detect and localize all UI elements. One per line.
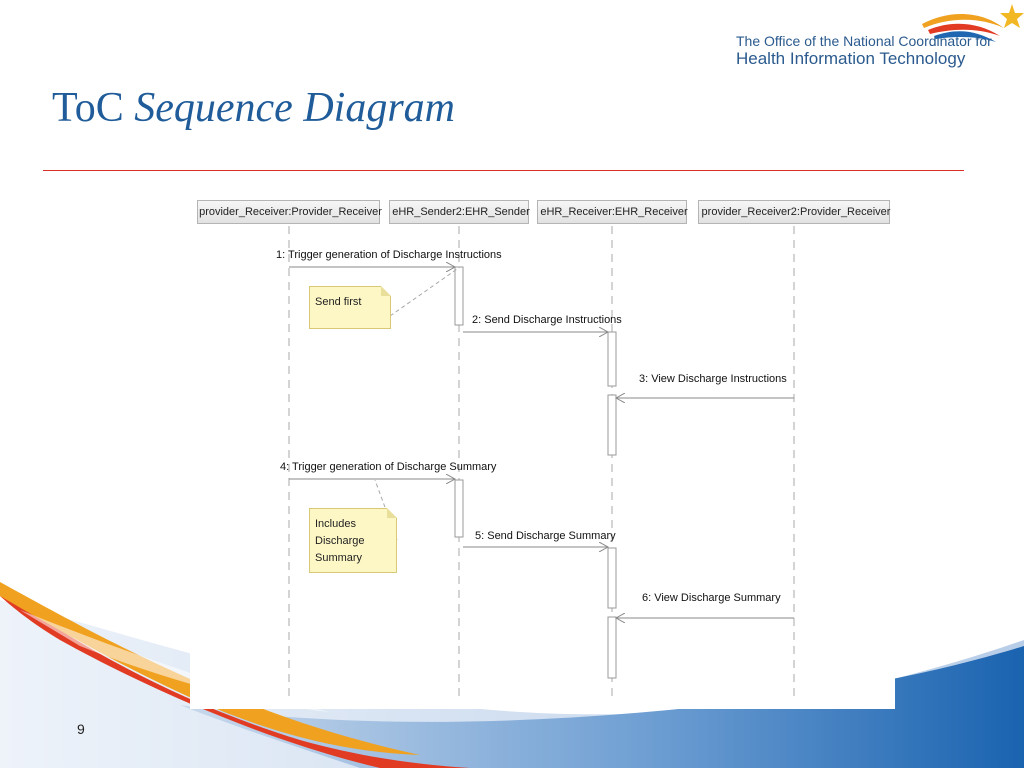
wave-blue	[180, 646, 1024, 768]
lifeline-label: provider_Receiver:Provider_Receiver	[199, 206, 382, 218]
message-label: 1: Trigger generation of Discharge Instr…	[276, 249, 502, 261]
logo-swoosh-icon	[922, 4, 1024, 42]
lifeline-label: eHR_Sender2:EHR_Sender	[392, 206, 530, 218]
activation-bar	[607, 331, 617, 387]
message-label: 5: Send Discharge Summary	[475, 530, 616, 542]
org-name-line1: The Office of the National Coordinator f…	[736, 33, 992, 49]
title-emphasis: Sequence Diagram	[134, 85, 455, 131]
note-fold	[381, 286, 391, 296]
note-text: Includes Discharge Summary	[315, 518, 365, 564]
lifeline-header: provider_Receiver:Provider_Receiver	[197, 200, 382, 224]
lifeline-header: eHR_Sender2:EHR_Sender	[389, 200, 530, 224]
message-label: 2: Send Discharge Instructions	[472, 314, 622, 326]
activation-bar	[454, 479, 464, 538]
lifeline-label: eHR_Receiver:EHR_Receiver	[540, 206, 688, 218]
diagram-lines	[288, 226, 795, 700]
message-label: 3: View Discharge Instructions	[639, 373, 787, 385]
organization-name: The Office of the National Coordinator f…	[736, 33, 996, 69]
diagram-note: Includes Discharge Summary	[309, 508, 397, 573]
lifeline-label: provider_Receiver2:Provider_Receiver	[701, 206, 891, 218]
activation-bar	[454, 266, 464, 326]
title-prefix: ToC	[52, 85, 124, 131]
title-divider	[43, 170, 964, 171]
diagram-note: Send first	[309, 286, 391, 329]
sequence-diagram: provider_Receiver:Provider_Receiver eHR_S…	[190, 190, 895, 709]
message-label: 4: Trigger generation of Discharge Summa…	[280, 461, 497, 473]
org-name-line2: Health Information Technology	[736, 49, 966, 68]
slide-title: ToC Sequence Diagram	[52, 84, 455, 132]
page-number: 9	[77, 721, 85, 737]
lifeline-header: eHR_Receiver:EHR_Receiver	[537, 200, 688, 224]
note-connector	[389, 266, 461, 317]
activation-bar	[607, 394, 617, 456]
activation-bar	[607, 616, 617, 679]
note-fold	[387, 508, 397, 518]
lifeline-header: provider_Receiver2:Provider_Receiver	[698, 200, 890, 224]
message-label: 6: View Discharge Summary	[642, 592, 781, 604]
activation-bar	[607, 547, 617, 609]
note-text: Send first	[315, 296, 362, 308]
